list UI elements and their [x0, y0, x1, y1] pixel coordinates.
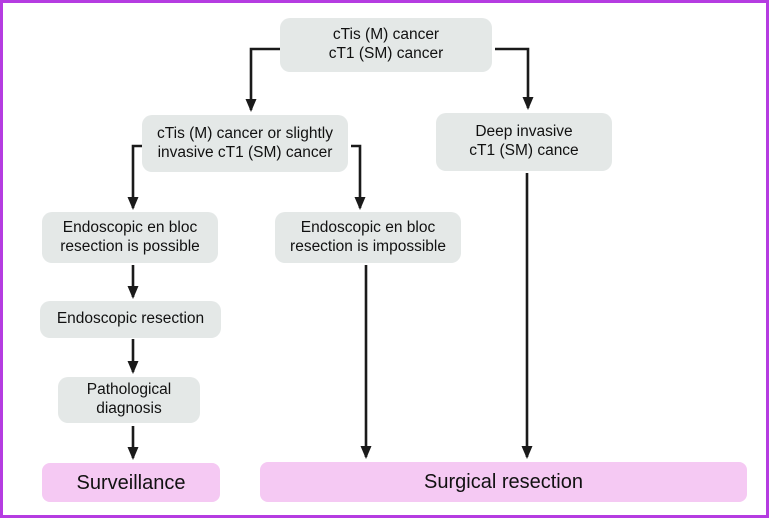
node-surgical-resection-outcome: Surgical resection [260, 462, 747, 502]
node-pathological-diagnosis: Pathological diagnosis [58, 377, 200, 423]
arrow-root-to-deep [495, 47, 534, 110]
arrow-root-to-slightly [245, 47, 283, 112]
node-en-bloc-possible: Endoscopic en bloc resection is possible [42, 212, 218, 263]
node-root-cancer: cTis (M) cancer cT1 (SM) cancer [280, 18, 492, 72]
node-endoscopic-resection: Endoscopic resection [40, 301, 221, 338]
node-en-bloc-impossible: Endoscopic en bloc resection is impossib… [275, 212, 461, 263]
arrow-slightly-to-impossible [351, 144, 366, 210]
node-deep-invasive-cancer: Deep invasive cT1 (SM) cance [436, 113, 612, 171]
node-surveillance-outcome: Surveillance [42, 463, 220, 502]
node-slightly-invasive-cancer: cTis (M) cancer or slightly invasive cT1… [142, 115, 348, 172]
